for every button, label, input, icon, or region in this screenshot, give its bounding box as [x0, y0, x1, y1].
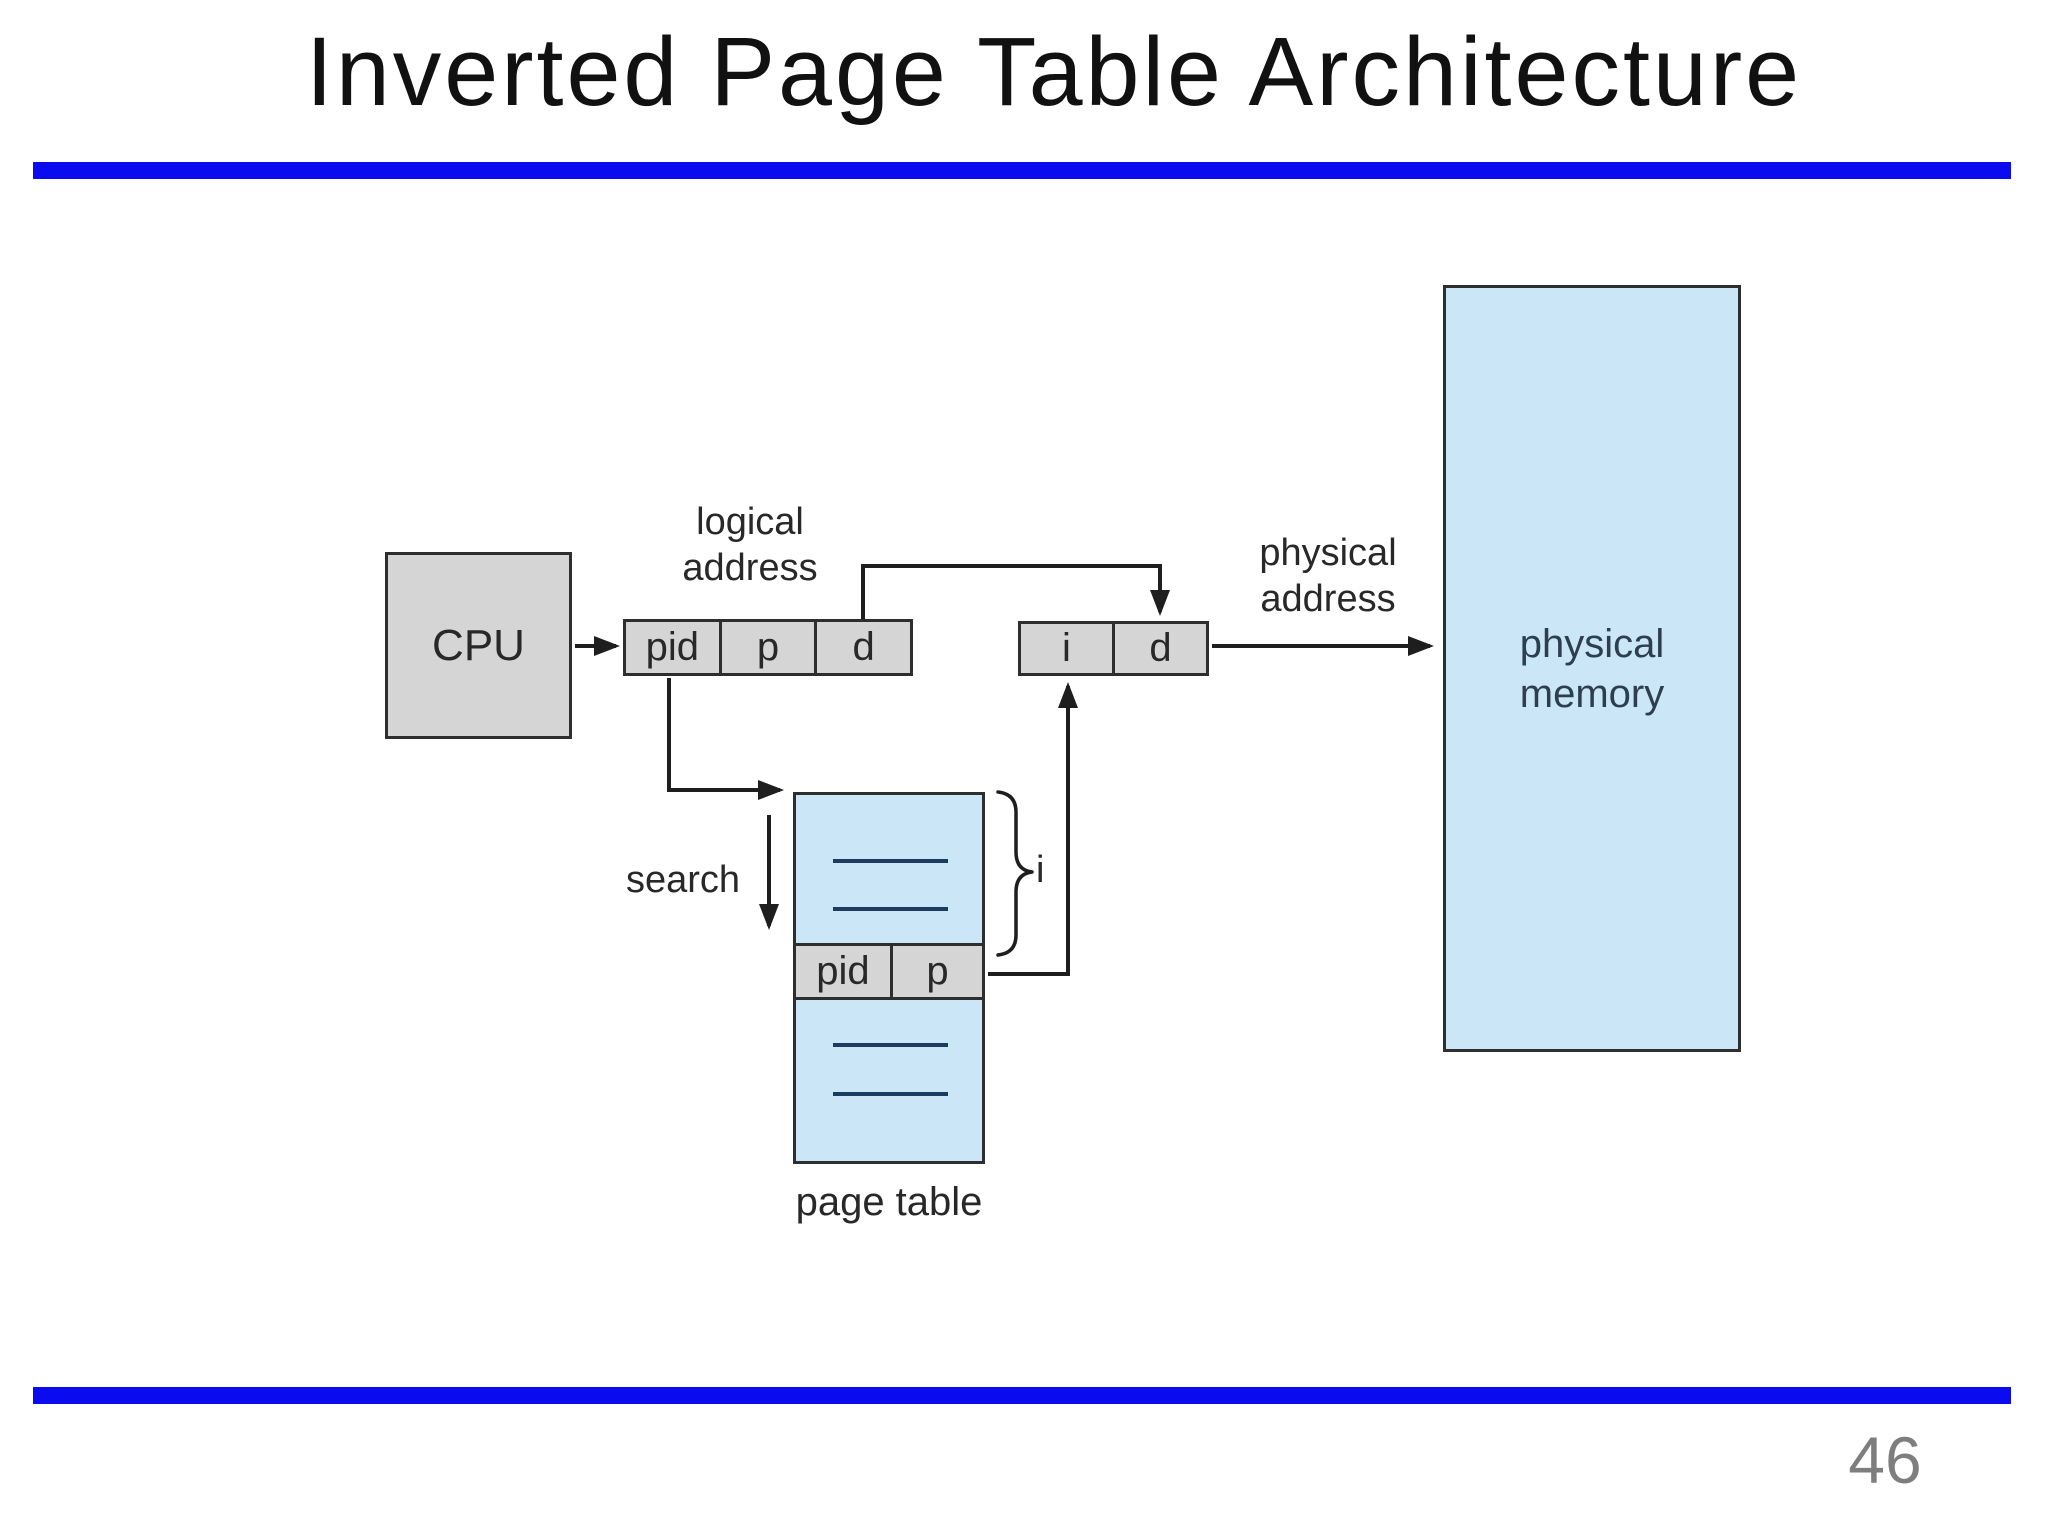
- physical-memory-box: physical memory: [1443, 285, 1741, 1052]
- physical-address-field-d: d: [1112, 624, 1206, 673]
- top-accent-bar: [33, 162, 2011, 179]
- physical-memory-label: physical memory: [1519, 621, 1665, 716]
- physical-address-field-i: i: [1062, 626, 1071, 670]
- page-table-match-row: pid p: [796, 943, 982, 1000]
- logical-address-register: pid p d: [623, 619, 913, 676]
- page-table-field-p: p: [890, 946, 982, 997]
- logical-address-field-p: p: [718, 622, 815, 673]
- slide-title: Inverted Page Table Architecture: [305, 17, 1803, 126]
- page-table-entry-line: [833, 859, 948, 863]
- pid-to-page-table-arrow: [667, 678, 784, 800]
- page-table-entry-line: [833, 1043, 948, 1047]
- index-brace: [996, 790, 1034, 957]
- logical-address-caption: logical address: [682, 501, 818, 589]
- page-table-entry-line: [833, 907, 948, 911]
- cpu-label: CPU: [432, 620, 525, 670]
- page-table-field-pid: pid: [816, 949, 870, 993]
- page-table-caption: page table: [795, 1180, 983, 1224]
- slide-page-number: 46: [1848, 1423, 1922, 1497]
- physical-address-caption: physical address: [1259, 532, 1397, 620]
- cpu-box: CPU: [385, 552, 572, 739]
- physical-address-register: i d: [1018, 621, 1209, 676]
- bottom-accent-bar: [33, 1387, 2011, 1404]
- entry-to-index-arrow: [988, 682, 1078, 976]
- logical-address-field-pid: pid: [645, 625, 700, 669]
- logical-address-field-d: d: [814, 622, 910, 673]
- d-field-bypass-arrow: [861, 564, 1170, 620]
- page-table-box: pid p: [793, 792, 985, 1164]
- page-table-entry-line: [833, 1092, 948, 1096]
- index-i-label: i: [1036, 849, 1045, 891]
- search-label: search: [625, 859, 741, 901]
